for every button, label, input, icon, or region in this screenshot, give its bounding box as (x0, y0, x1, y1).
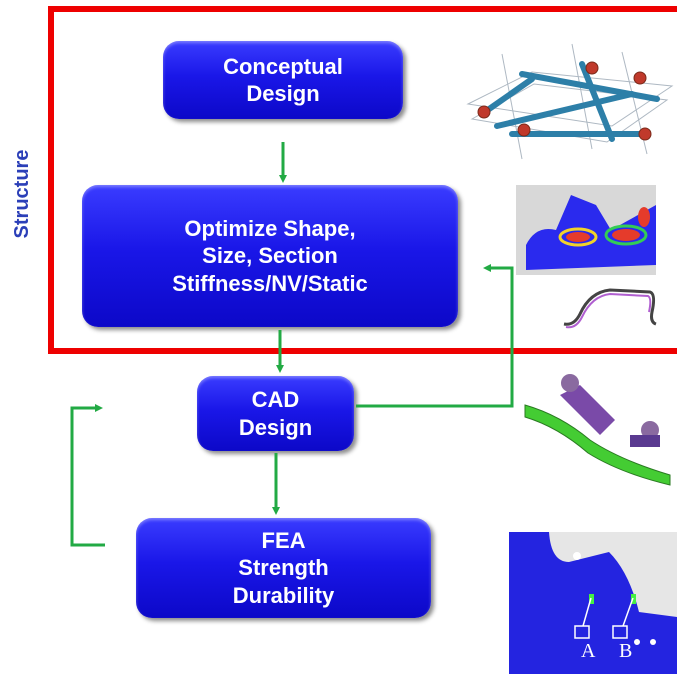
optimize-line1: Optimize Shape, (184, 215, 356, 241)
cad-line1: CAD (251, 387, 300, 412)
cad-line2: Design (238, 414, 313, 440)
fea-detail-image: A B (509, 532, 677, 674)
optimize-box: Optimize Shape, Size, Section Stiffness/… (82, 185, 458, 327)
fea-detail-mesh (509, 532, 677, 674)
section-profile-image (563, 288, 657, 329)
stress-contour-image (516, 185, 656, 275)
cad-design-box: CAD Design (197, 376, 354, 451)
feedback-fea-to-cad (70, 404, 105, 547)
fea-line1: FEA (261, 527, 306, 553)
marker-b: B (619, 640, 633, 662)
conceptual-design-box: Conceptual Design (163, 41, 403, 119)
optimize-line2: Size, Section (202, 243, 338, 269)
conceptual-line2: Design (246, 81, 320, 106)
conceptual-line1: Conceptual (223, 53, 343, 79)
fea-box: FEA Strength Durability (136, 518, 431, 618)
fea-line2: Strength (238, 555, 329, 581)
subframe-image (524, 374, 671, 486)
fea-line3: Durability (232, 582, 335, 608)
feedback-cad-to-optimize (356, 264, 514, 408)
chassis-frame-image (466, 43, 674, 160)
structure-frame (48, 6, 677, 354)
marker-a: A (581, 640, 596, 662)
optimize-line3: Stiffness/NV/Static (172, 270, 368, 296)
